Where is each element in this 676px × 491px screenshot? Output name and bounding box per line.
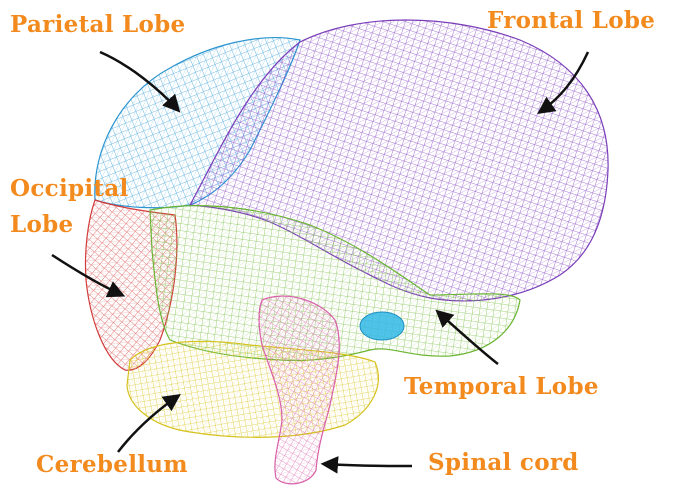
label-occipital-lobe-line2: Lobe [10,212,73,238]
label-frontal-lobe: Frontal Lobe [487,8,655,34]
label-parietal-lobe: Parietal Lobe [10,12,185,38]
ventricle-blob [360,312,404,340]
label-occipital-lobe-line1: Occipital [10,176,129,202]
spinal-cord-arrow [324,464,412,466]
cerebellum-region [127,341,378,437]
label-spinal-cord: Spinal cord [428,450,579,476]
label-temporal-lobe: Temporal Lobe [404,374,599,400]
label-cerebellum: Cerebellum [36,452,188,478]
